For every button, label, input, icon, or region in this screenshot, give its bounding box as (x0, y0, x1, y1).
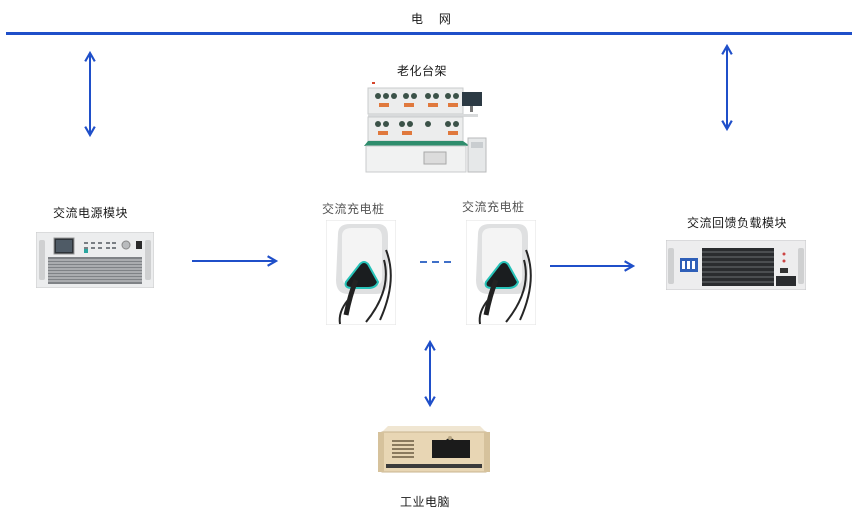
ac-power-module-image (35, 231, 155, 289)
ac-charger-2-image (465, 219, 537, 326)
ac-feedback-load-image (665, 239, 807, 291)
industrial-pc-image (378, 420, 490, 476)
ac-feedback-load-label: 交流回馈负载模块 (687, 216, 788, 230)
ac-charger-1-label: 交流充电桩 (322, 202, 385, 216)
industrial-pc-label: 工业电脑 (400, 495, 451, 509)
ac-charger-1-image (325, 219, 397, 326)
aging-rack-label: 老化台架 (397, 64, 448, 78)
grid-bus-line (6, 32, 852, 35)
grid-label: 电 网 (411, 12, 457, 26)
aging-rack-image (362, 72, 492, 174)
ac-power-module-label: 交流电源模块 (53, 206, 129, 220)
ac-charger-2-label: 交流充电桩 (462, 200, 525, 214)
